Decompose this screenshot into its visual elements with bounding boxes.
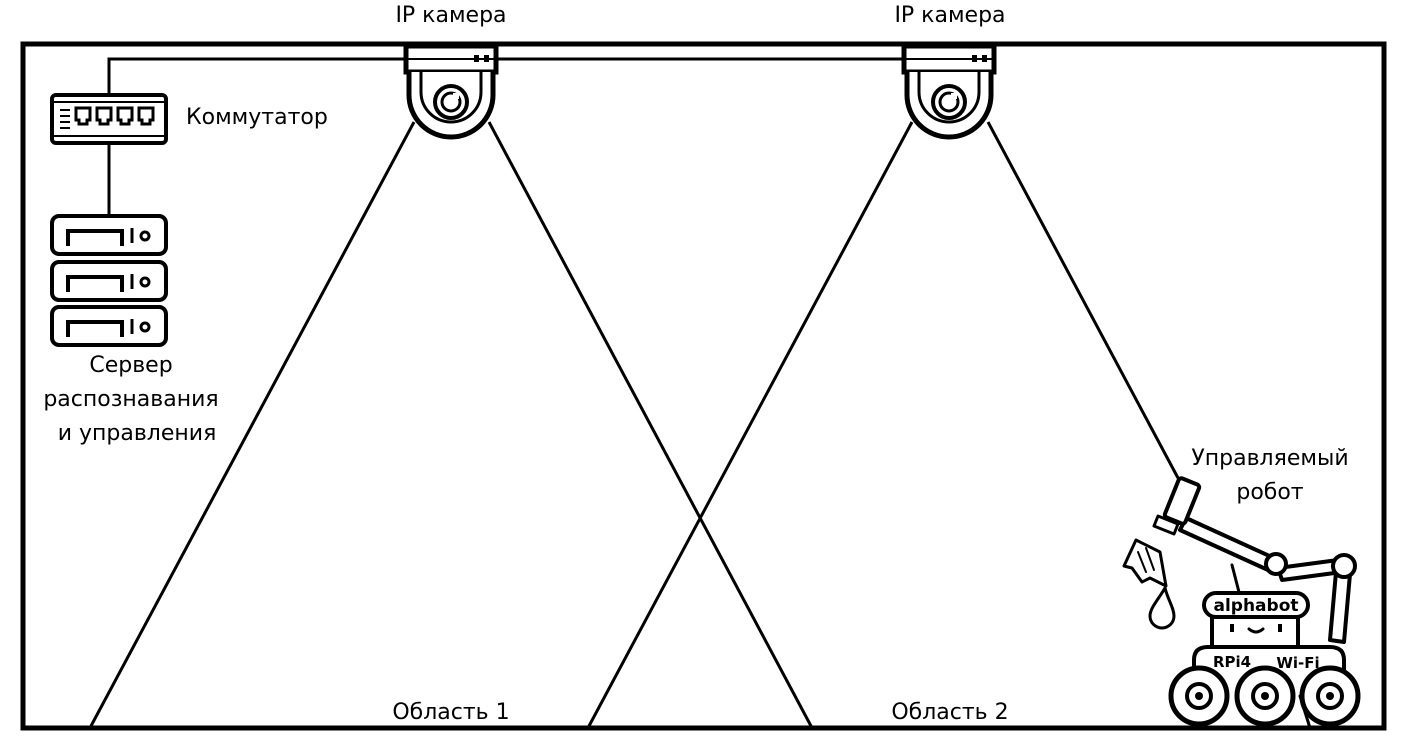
robot-brand-label: alphabot xyxy=(1213,596,1298,616)
area-1-label: Область 1 xyxy=(392,700,509,725)
robot-base xyxy=(1192,645,1346,674)
server-label-line-3: и управления xyxy=(58,421,217,446)
camera-fov-lines xyxy=(89,121,1180,727)
fov-cam1-right xyxy=(487,121,813,727)
robot-label-line-2: робот xyxy=(1236,480,1303,505)
switch-label: Коммутатор xyxy=(186,105,328,130)
camera-1-icon xyxy=(403,43,499,140)
fov-cam1-left xyxy=(89,121,416,727)
robot-board-label: RPi4 xyxy=(1213,653,1251,671)
server-label-line-2: распознавания xyxy=(43,387,218,412)
camera-2-label: IP камера xyxy=(894,3,1005,28)
room-frame xyxy=(20,41,1387,731)
camera-1-label: IP камера xyxy=(395,3,506,28)
switch-icon xyxy=(50,93,168,145)
robot-brush-icon xyxy=(1122,538,1168,588)
robot-arm-joint-2 xyxy=(1331,553,1357,579)
server-label-line-1: Сервер xyxy=(89,353,172,378)
robot-arm-joint-1 xyxy=(1264,552,1288,576)
fov-cam2-right xyxy=(986,121,1180,479)
cable-top xyxy=(107,57,408,95)
fov-cam2-left xyxy=(587,121,914,727)
area-2-label: Область 2 xyxy=(891,700,1008,725)
network-cables xyxy=(107,57,906,216)
droplet-icon xyxy=(1148,586,1176,630)
camera-2-icon xyxy=(901,43,997,140)
robot-label-line-1: Управляемый xyxy=(1191,446,1348,471)
robot-arm-upper xyxy=(1178,516,1276,572)
robot-wifi-label: Wi-Fi xyxy=(1276,654,1319,672)
robot-icon xyxy=(1122,476,1361,730)
server-icon xyxy=(50,214,168,347)
robot-arm-mast xyxy=(1328,570,1352,644)
